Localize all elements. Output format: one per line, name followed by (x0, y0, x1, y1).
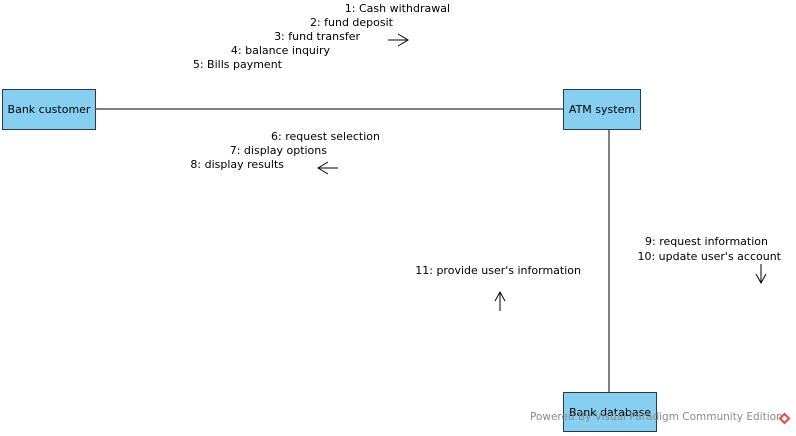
node-bank-customer-label: Bank customer (7, 103, 91, 116)
message-atm-to-customer-6: 6: request selection (271, 130, 380, 143)
node-atm-system-label: ATM system (568, 103, 636, 116)
visual-paradigm-logo-icon (778, 412, 791, 425)
message-customer-to-atm-4: 4: balance inquiry (230, 44, 330, 57)
node-bank-database[interactable]: Bank database (563, 392, 657, 432)
watermark-text: Powered By Visual Paradigm Community Edi… (530, 411, 783, 423)
message-customer-to-atm-2: 2: fund deposit (309, 16, 393, 29)
message-atm-to-customer-7: 7: display options (229, 144, 327, 157)
message-customer-to-atm-5: 5: Bills payment (192, 58, 282, 71)
message-customer-to-atm-3: 3: fund transfer (274, 30, 360, 43)
node-bank-database-label: Bank database (568, 405, 652, 419)
arrow-left-icon (317, 161, 338, 175)
arrow-right-icon (388, 33, 409, 47)
message-atm-to-customer-8: 8: display results (190, 158, 284, 171)
arrow-up-icon (494, 290, 506, 311)
message-atm-to-database-9: 9: request information (645, 235, 768, 248)
node-atm-system[interactable]: ATM system (563, 89, 641, 130)
node-bank-customer[interactable]: Bank customer (2, 89, 96, 130)
arrow-down-icon (755, 264, 767, 285)
message-atm-to-database-10: 10: update user's account (637, 250, 781, 263)
message-customer-to-atm-1: 1: Cash withdrawal (344, 2, 450, 15)
message-database-to-atm-11: 11: provide user's information (415, 264, 581, 277)
